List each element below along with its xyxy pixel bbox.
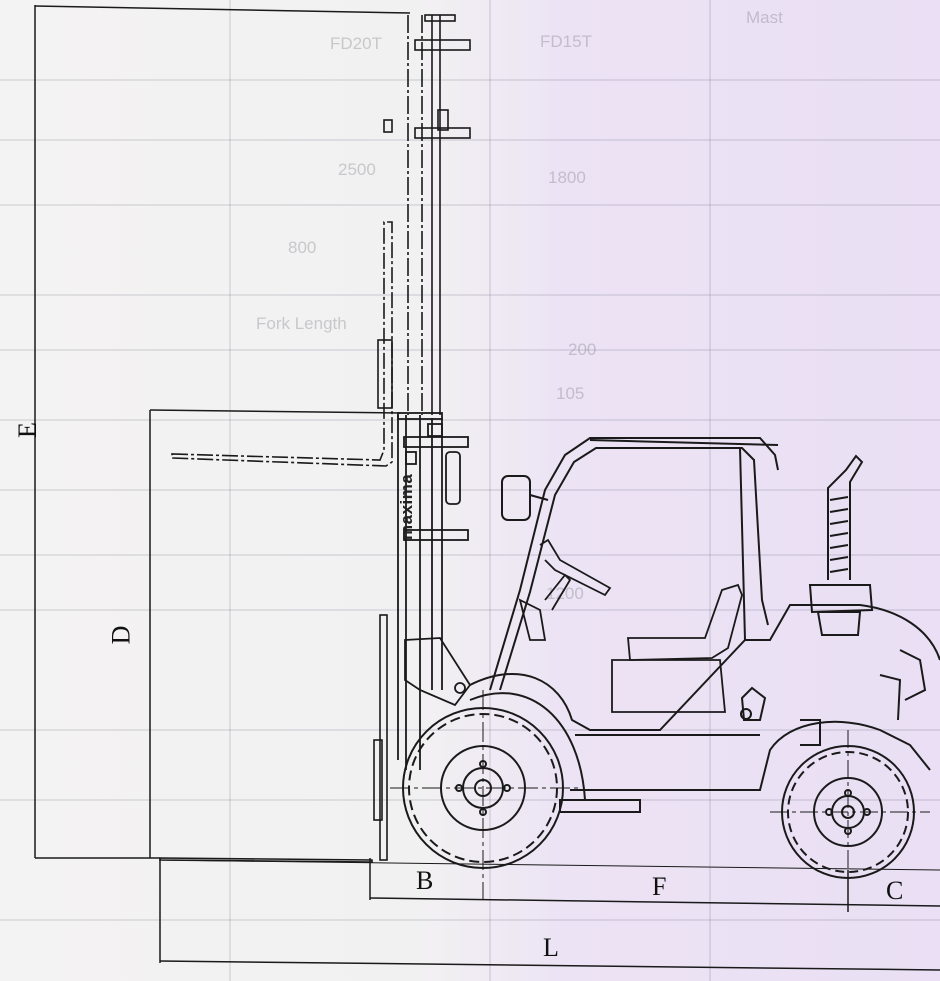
exhaust-pipe <box>808 454 874 636</box>
overhead-guard <box>489 437 779 691</box>
bleed-text-200: 200 <box>568 340 597 359</box>
dimension-label-l: L <box>543 933 559 962</box>
raised-fork <box>171 119 393 467</box>
front-wheel <box>390 690 586 900</box>
main-mast <box>397 412 472 770</box>
bleed-text-model-b: FD20T <box>330 34 382 53</box>
raised-mast <box>407 14 471 415</box>
dimension-label-e: E <box>12 422 42 438</box>
bleed-text-fork-length: Fork Length <box>256 314 347 333</box>
brand-label: maxima <box>397 473 416 540</box>
dimension-label-c: C <box>886 876 904 905</box>
operator-seat <box>611 583 743 713</box>
bleed-text-105: 105 <box>556 384 585 403</box>
bleed-text-2500: 2500 <box>338 160 376 179</box>
steering-column <box>518 538 612 641</box>
truck-body <box>469 604 940 813</box>
dimension-label-b: B <box>416 866 434 895</box>
bleed-text-1200: 1200 <box>546 584 584 603</box>
dimension-d-load-box <box>149 409 401 858</box>
dimension-label-f: F <box>652 872 667 901</box>
bleed-text-mast: Mast <box>746 8 783 27</box>
rear-wheel <box>770 730 930 910</box>
dimension-l-baseline <box>159 858 940 971</box>
dimension-label-d: D <box>106 625 136 645</box>
bleed-text-800: 800 <box>288 238 317 257</box>
bleed-text-1800: 1800 <box>548 168 586 187</box>
dimension-e-extent <box>34 5 411 859</box>
lowered-fork <box>159 614 388 863</box>
bleed-text-model-a: FD15T <box>540 32 592 51</box>
